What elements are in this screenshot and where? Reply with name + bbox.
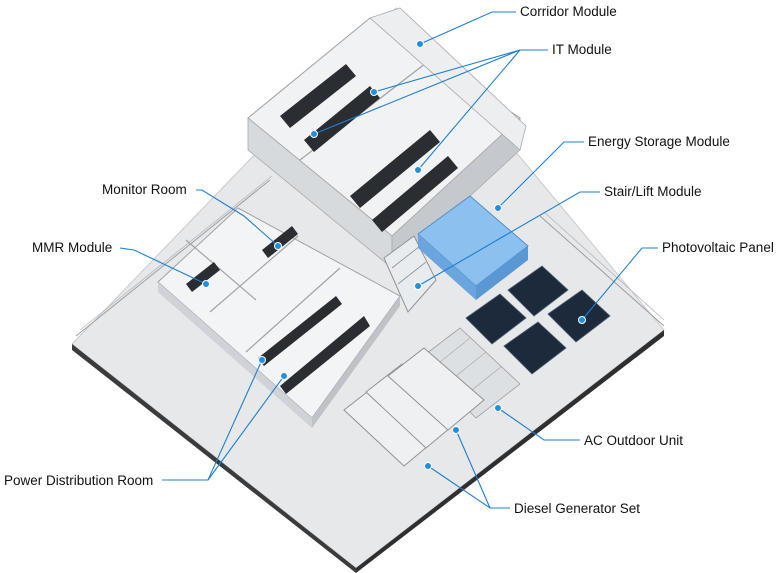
label-it-module: IT Module: [552, 42, 612, 57]
diesel-generator-sets: [343, 347, 485, 467]
stair-lift-module: [383, 235, 437, 313]
upper-building: [247, 7, 527, 269]
mmr-module-marker: [202, 280, 210, 288]
corridor-module-marker: [416, 40, 424, 48]
stair-lift-marker: [414, 282, 422, 290]
monitor-room-marker: [274, 242, 282, 250]
it-module-marker: [310, 130, 318, 138]
it-module-marker: [370, 88, 378, 96]
it-module-marker: [414, 166, 422, 174]
label-monitor-room: Monitor Room: [102, 182, 187, 197]
photovoltaic-array: [465, 265, 611, 375]
diesel-generator-marker: [424, 462, 432, 470]
label-mmr-module: MMR Module: [32, 240, 112, 255]
label-photovoltaic-panel: Photovoltaic Panel: [662, 240, 774, 255]
callout-dots: [202, 40, 586, 470]
ac-outdoor-marker: [494, 404, 502, 412]
label-ac-outdoor-unit: AC Outdoor Unit: [584, 433, 683, 448]
label-corridor-module: Corridor Module: [520, 4, 617, 19]
diesel-generator-marker: [452, 426, 460, 434]
label-power-distribution-room: Power Distribution Room: [4, 473, 153, 488]
label-stair-lift-module: Stair/Lift Module: [604, 184, 702, 199]
power-distribution-marker: [280, 372, 288, 380]
label-diesel-generator-set: Diesel Generator Set: [514, 501, 640, 516]
lower-building: [157, 207, 401, 428]
label-energy-storage-module: Energy Storage Module: [588, 134, 730, 149]
power-distribution-marker: [258, 356, 266, 364]
photovoltaic-marker: [578, 316, 586, 324]
leader-lines: [119, 11, 658, 509]
energy-storage-container: [417, 195, 529, 300]
labels: Corridor Module IT Module Energy Storage…: [4, 4, 774, 516]
energy-storage-marker: [494, 204, 502, 212]
